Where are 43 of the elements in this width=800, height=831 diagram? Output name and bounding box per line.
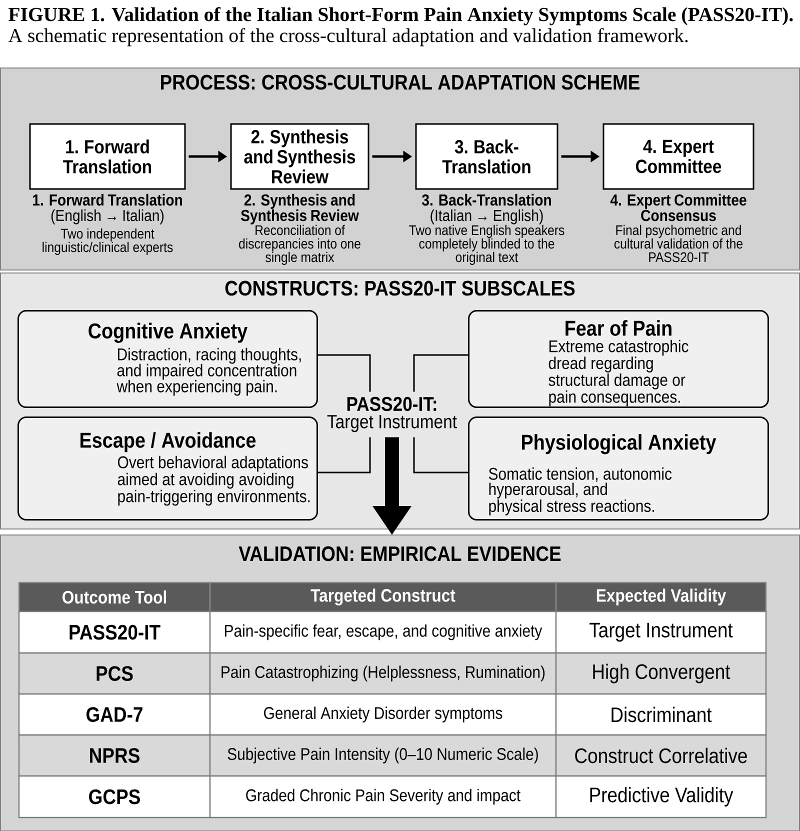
table-cell: Subjective Pain Intensity (0–10 Numeric Scale) xyxy=(209,734,557,777)
process-box: 4. Expert Committee xyxy=(602,123,754,190)
connector-line xyxy=(318,354,371,392)
process-box: 3. Back-Translation xyxy=(415,123,558,190)
table-cell: General Anxiety Disorder symptoms xyxy=(209,693,557,736)
instrument-label: PASS20-IT: Target Instrument xyxy=(327,396,457,432)
table-cell: Graded Chronic Pain Severity and impact xyxy=(209,775,557,818)
step-heading: 2. Synthesis and Synthesis Review xyxy=(240,194,359,224)
step-description: Two independent linguistic/clinical experts xyxy=(42,228,173,255)
table-cell: PCS xyxy=(18,652,211,695)
table-cell: Construct Correlative xyxy=(555,734,767,777)
step-description: Reconciliation of discrepancies into one single matrix xyxy=(239,224,360,265)
step-description: Two native English speakers completely blinded to the original text xyxy=(409,224,564,265)
step-note: (English → Italian) xyxy=(51,209,164,224)
table-header-cell: Outcome Tool xyxy=(18,582,211,612)
table-cell: Target Instrument xyxy=(555,610,767,654)
table-cell: Predictive Validity xyxy=(555,775,767,818)
step-description: Final psychometric and cultural validation of the PASS20-IT xyxy=(614,224,742,262)
step-heading: 3. Back-Translation xyxy=(422,194,551,206)
subscale-box: Physiological Anxiety Somatic tension, autonomic hyperarousal, and physical stress reactions. xyxy=(468,416,769,520)
table-header-cell: Targeted Construct xyxy=(209,582,557,612)
connector-line xyxy=(318,437,371,474)
connector-line xyxy=(413,354,468,392)
process-box: 1. Forward Translation xyxy=(29,123,186,190)
process-box: 2. Synthesis and Synthesis Review xyxy=(230,123,370,190)
table-cell: Discriminant xyxy=(555,693,767,736)
figure-title: FIGURE 1. Validation of the Italian Short-Form Pain Anxiety Symptoms Scale (PASS20-IT). xyxy=(8,7,793,26)
subscale-box: Fear of Pain Extreme catastrophic dread regarding structural damage or pain consequences. xyxy=(468,310,769,408)
step-heading: 4. Expert Committee Consensus xyxy=(610,194,746,222)
table-cell: High Convergent xyxy=(555,652,767,695)
table-cell: NPRS xyxy=(18,734,211,777)
connector-line xyxy=(413,437,468,474)
table-cell: GAD-7 xyxy=(18,693,211,736)
figure-caption: A schematic representation of the cross-cultural adaptation and validation framework. xyxy=(8,28,688,46)
subscale-box: Cognitive Anxiety Distraction, racing thoughts, and impaired concentration when experiencing pain. xyxy=(18,310,318,408)
step-note: (Italian → English) xyxy=(430,209,543,224)
step-heading: 1. Forward Translation xyxy=(33,194,182,206)
table-cell: PASS20-IT xyxy=(18,610,211,654)
table-cell: Pain Catastrophizing (Helplessness, Rumination) xyxy=(209,652,557,695)
subscale-box: Escape / Avoidance Overt behavioral adaptations aimed at avoiding avoiding pain-triggering environments. xyxy=(18,416,318,520)
table-cell: Pain-specific fear, escape, and cognitive anxiety xyxy=(209,610,557,654)
table-header-cell: Expected Validity xyxy=(555,582,767,612)
table-cell: GCPS xyxy=(18,775,211,818)
